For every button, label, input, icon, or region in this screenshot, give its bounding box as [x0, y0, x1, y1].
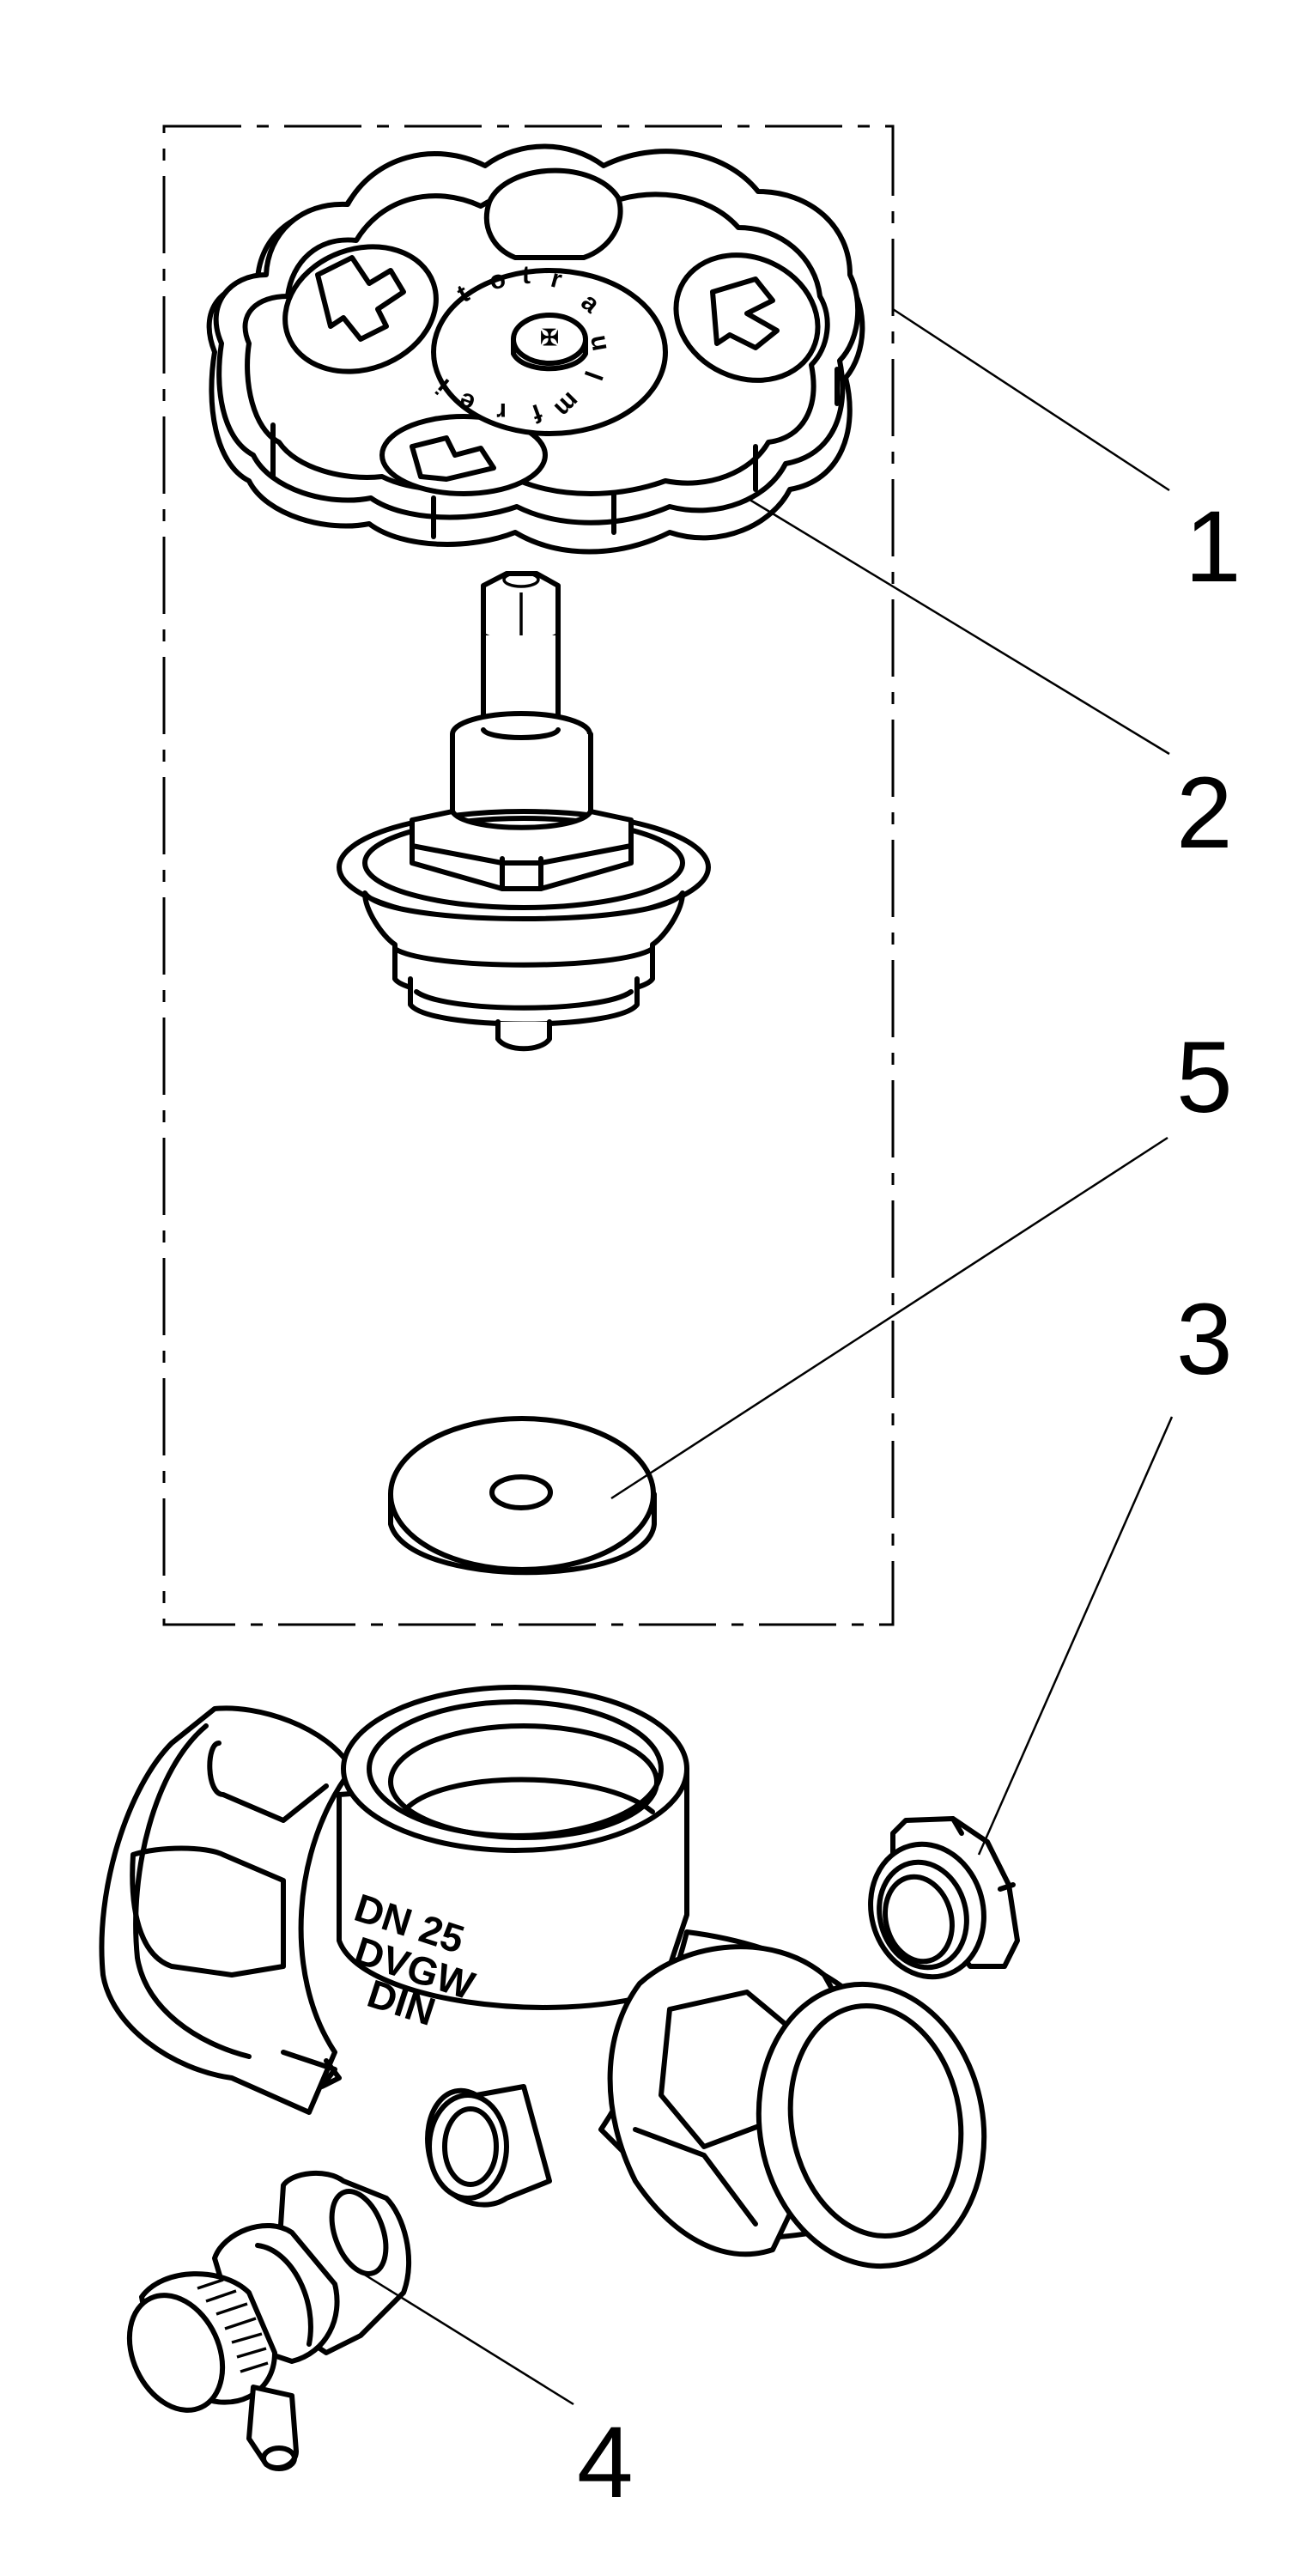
letter: u — [585, 332, 616, 353]
valve-body: DN 25 DVGW DIN — [99, 1685, 987, 2269]
leader-line-4 — [351, 2265, 574, 2406]
letter: r — [496, 398, 507, 426]
callout-3: 3 — [1176, 1283, 1233, 1396]
phillips-screw-icon: ✠ — [540, 325, 559, 350]
spindle-bonnet — [337, 571, 711, 1052]
callout-2: 2 — [1176, 756, 1233, 870]
assembly-boundary — [162, 125, 895, 1626]
body-stamping: DN 25 DVGW DIN — [349, 1885, 481, 2034]
ta-logo-icon — [410, 435, 496, 482]
ta-logo-icon — [710, 276, 780, 350]
knurling-texture — [197, 2278, 269, 2373]
handwheel: ✠ t o t r a u l m f r e i — [206, 143, 865, 555]
flow-arrow-icon — [281, 2050, 342, 2089]
callout-5: 5 — [1176, 1021, 1233, 1134]
callout-1: 1 — [1185, 490, 1241, 604]
leader-line-5 — [610, 1136, 1168, 1500]
leader-line-3 — [977, 1416, 1174, 1856]
valve-disc — [388, 1416, 657, 1576]
plug — [868, 1816, 1020, 1980]
drain-valve — [126, 2170, 412, 2471]
ta-logo-icon — [315, 255, 406, 342]
letter: t — [522, 261, 531, 289]
callout-4: 4 — [577, 2406, 634, 2519]
leader-line-1 — [892, 307, 1170, 492]
leader-line-2 — [746, 496, 1170, 756]
